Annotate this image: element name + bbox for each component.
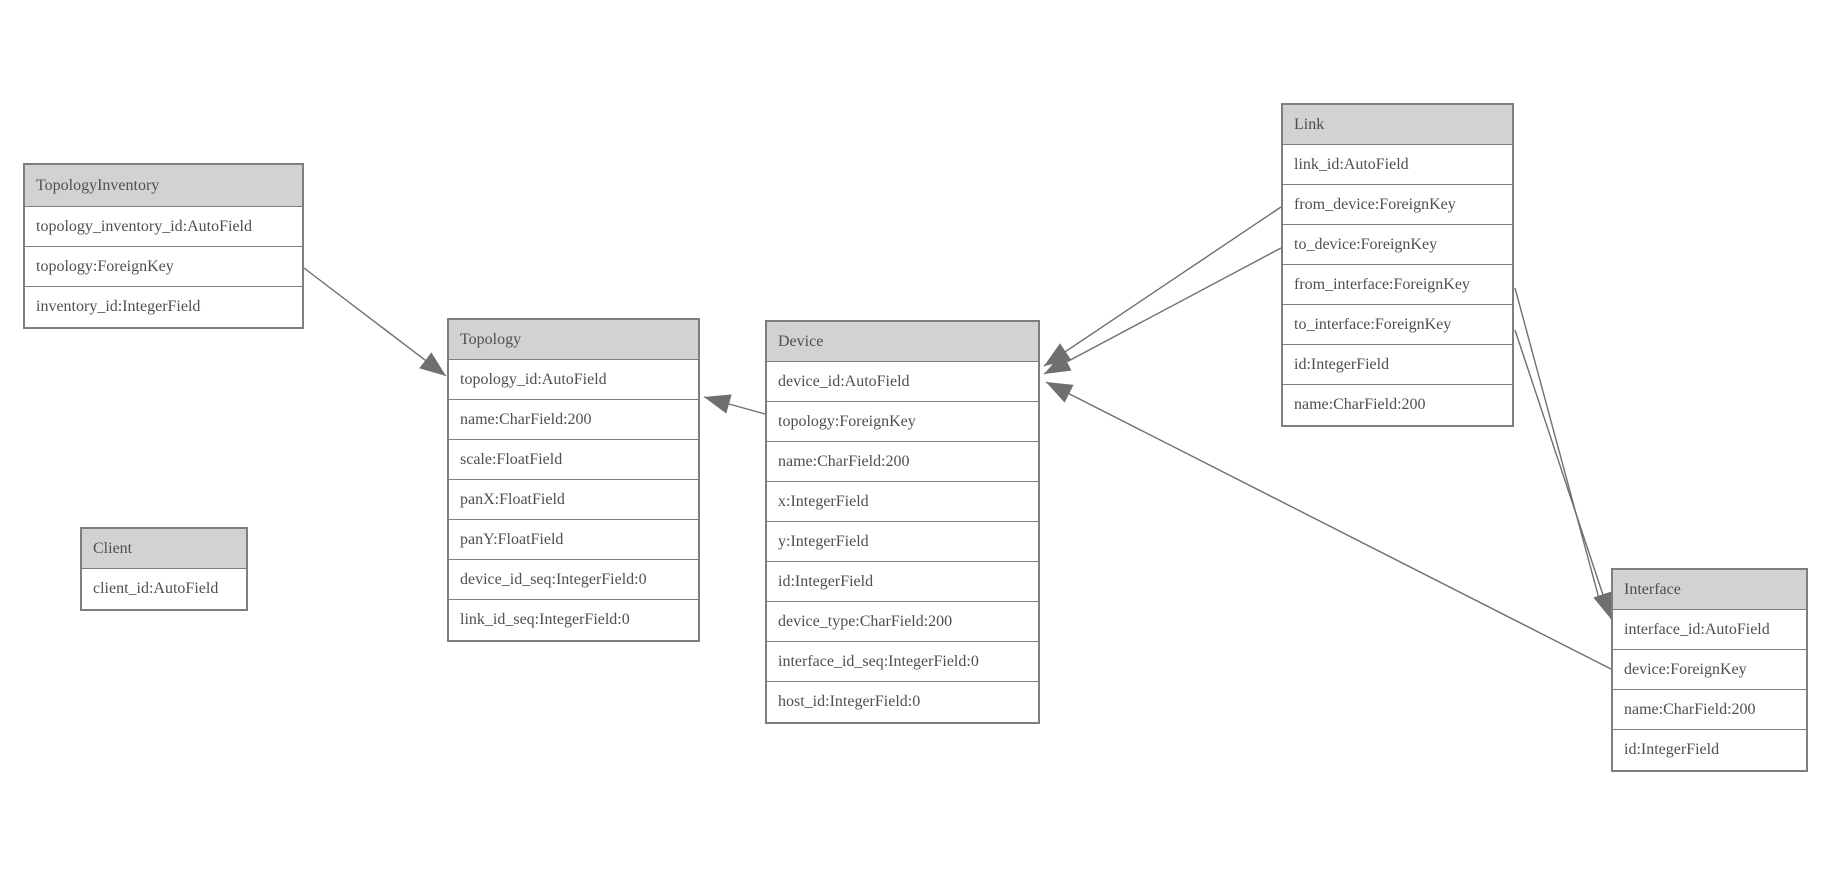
entity-title-link: Link bbox=[1283, 105, 1512, 145]
entity-field-row: name:CharField:200 bbox=[1283, 385, 1512, 425]
entity-field-row: device:ForeignKey bbox=[1613, 650, 1806, 690]
entity-field-row: client_id:AutoField bbox=[82, 569, 246, 609]
entity-field-row: interface_id:AutoField bbox=[1613, 610, 1806, 650]
entity-field-row: name:CharField:200 bbox=[1613, 690, 1806, 730]
entity-title-topology: Topology bbox=[449, 320, 698, 360]
entity-field-row: x:IntegerField bbox=[767, 482, 1038, 522]
relation-line-link-to-device-to-device bbox=[1043, 247, 1282, 375]
entity-field-row: name:CharField:200 bbox=[449, 400, 698, 440]
entity-field-row: to_device:ForeignKey bbox=[1283, 225, 1512, 265]
relation-line-topologyinventory-topology-to-topology bbox=[303, 267, 447, 377]
entity-field-row: id:IntegerField bbox=[1283, 345, 1512, 385]
entity-field-row: from_interface:ForeignKey bbox=[1283, 265, 1512, 305]
entity-field-row: link_id_seq:IntegerField:0 bbox=[449, 600, 698, 640]
entity-field-row: topology_id:AutoField bbox=[449, 360, 698, 400]
entity-field-row: interface_id_seq:IntegerField:0 bbox=[767, 642, 1038, 682]
entity-field-row: device_id_seq:IntegerField:0 bbox=[449, 560, 698, 600]
entity-field-row: topology_inventory_id:AutoField bbox=[25, 207, 302, 247]
entity-field-row: topology:ForeignKey bbox=[767, 402, 1038, 442]
entity-field-row: link_id:AutoField bbox=[1283, 145, 1512, 185]
relation-line-link-from-device-to-device bbox=[1043, 206, 1282, 367]
entity-field-row: device_type:CharField:200 bbox=[767, 602, 1038, 642]
entity-title-topologyinventory: TopologyInventory bbox=[25, 165, 302, 207]
entity-field-row: panX:FloatField bbox=[449, 480, 698, 520]
relation-line-link-to-interface-to-interface bbox=[1514, 329, 1613, 620]
entity-title-interface: Interface bbox=[1613, 570, 1806, 610]
entity-field-row: name:CharField:200 bbox=[767, 442, 1038, 482]
entity-field-row: to_interface:ForeignKey bbox=[1283, 305, 1512, 345]
entity-field-row: y:IntegerField bbox=[767, 522, 1038, 562]
entity-field-row: inventory_id:IntegerField bbox=[25, 287, 302, 327]
entity-field-row: id:IntegerField bbox=[767, 562, 1038, 602]
entity-field-row: topology:ForeignKey bbox=[25, 247, 302, 287]
entity-field-row: scale:FloatField bbox=[449, 440, 698, 480]
entity-field-row: id:IntegerField bbox=[1613, 730, 1806, 770]
entity-field-row: host_id:IntegerField:0 bbox=[767, 682, 1038, 722]
entity-field-row: from_device:ForeignKey bbox=[1283, 185, 1512, 225]
entity-title-client: Client bbox=[82, 529, 246, 569]
relation-line-link-from-interface-to-interface bbox=[1514, 287, 1602, 607]
entity-title-device: Device bbox=[767, 322, 1038, 362]
entity-field-row: panY:FloatField bbox=[449, 520, 698, 560]
entity-field-row: device_id:AutoField bbox=[767, 362, 1038, 402]
relation-line-device-topology-to-topology bbox=[703, 394, 766, 415]
